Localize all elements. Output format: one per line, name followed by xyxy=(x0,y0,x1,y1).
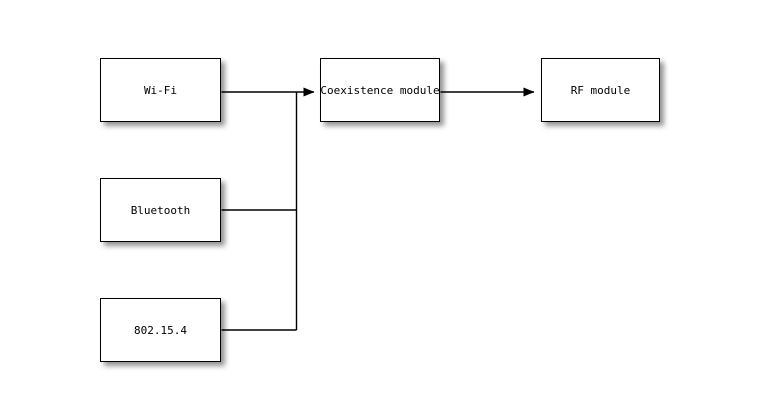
node-802-15-4-label: 802.15.4 xyxy=(134,323,187,337)
node-bluetooth[interactable]: Bluetooth xyxy=(100,178,221,242)
node-rf-module[interactable]: RF module xyxy=(541,58,660,122)
node-coexistence-module[interactable]: Coexistence module xyxy=(320,58,440,122)
node-bluetooth-label: Bluetooth xyxy=(130,203,191,217)
node-wifi[interactable]: Wi-Fi xyxy=(100,58,221,122)
node-coexistence-module-label: Coexistence module xyxy=(320,83,440,97)
node-802-15-4[interactable]: 802.15.4 xyxy=(100,298,221,362)
node-rf-module-label: RF module xyxy=(570,83,631,97)
node-wifi-label: Wi-Fi xyxy=(143,83,178,97)
